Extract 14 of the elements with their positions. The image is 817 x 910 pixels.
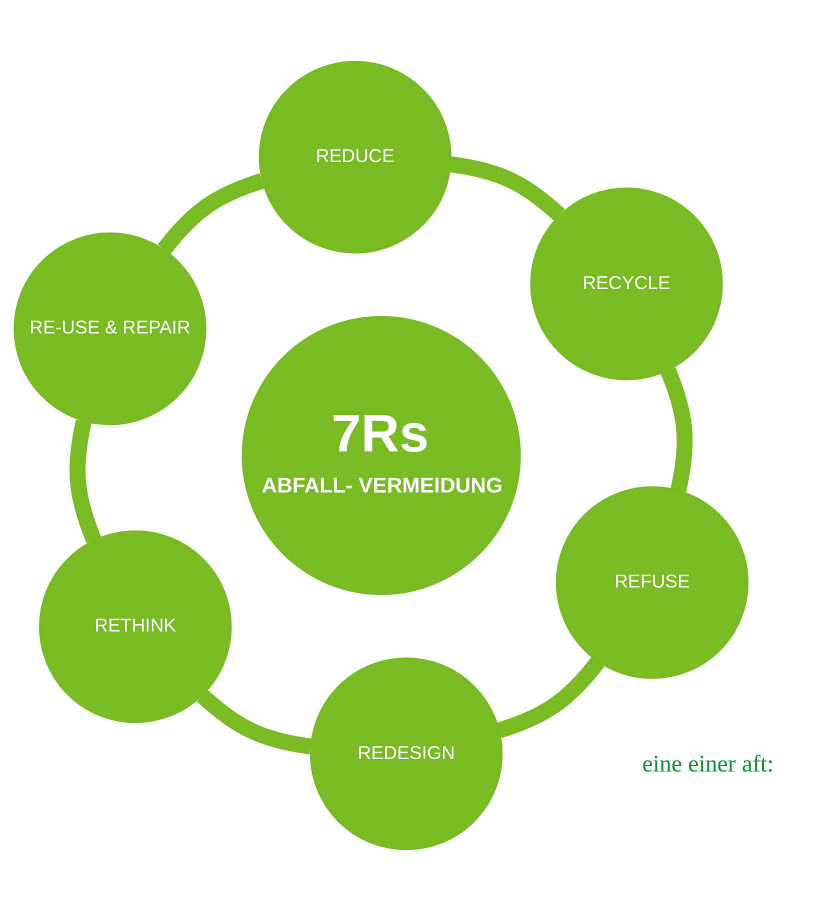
connector	[157, 172, 264, 254]
connector	[196, 689, 312, 754]
node-circle: RE-USE & REPAIR	[13, 232, 206, 425]
node-circle: RECYCLE	[530, 187, 722, 380]
connector	[496, 656, 604, 738]
connector	[660, 366, 692, 492]
node-circle: RETHINK	[38, 530, 232, 723]
node-circle: REDUCE	[258, 60, 451, 253]
connector	[69, 419, 101, 543]
node-circle: 7Rs ABFALL- VERMEIDUNG	[241, 315, 520, 595]
label: eine einer aft:	[642, 751, 774, 778]
connector	[448, 156, 564, 220]
node-circle: REFUSE	[555, 486, 748, 678]
node-circle: REDESIGN	[309, 657, 502, 850]
